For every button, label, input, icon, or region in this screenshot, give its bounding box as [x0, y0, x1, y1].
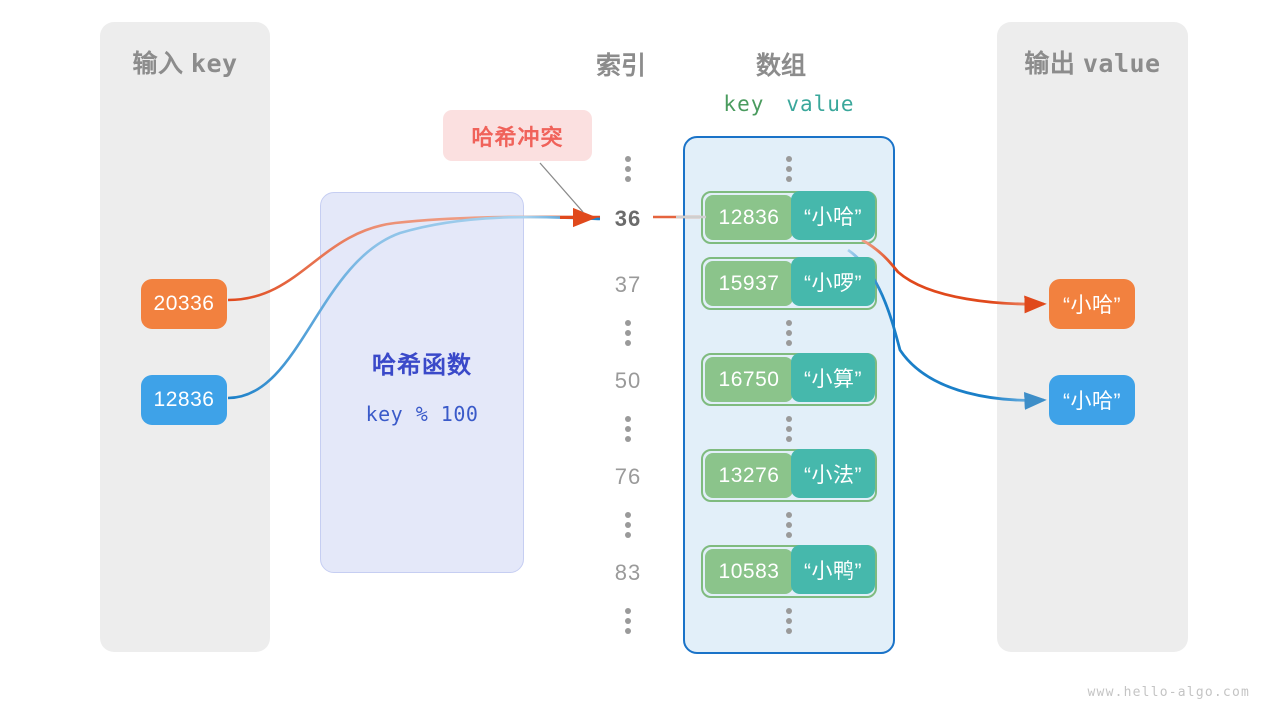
input-panel-title-code: key	[190, 49, 238, 78]
input-key-chip-20336: 20336	[141, 279, 227, 329]
index-label-37: 37	[614, 272, 642, 297]
input-key-chip-12836: 12836	[141, 375, 227, 425]
array-ellipsis-3	[786, 512, 792, 538]
array-ellipsis-0	[786, 156, 792, 182]
output-panel-title: 输出 value	[997, 44, 1188, 80]
bucket-key: 15937	[705, 261, 793, 306]
index-column-heading: 索引	[596, 52, 647, 80]
index-label-50: 50	[614, 368, 642, 393]
index-ellipsis-3	[625, 512, 631, 538]
index-ellipsis-2	[625, 416, 631, 442]
output-panel-title-code: value	[1082, 49, 1161, 78]
input-panel-title: 输入 key	[100, 44, 270, 80]
wire-collision-leader	[539, 162, 584, 213]
bucket-key: 12836	[705, 195, 793, 240]
index-label-76: 76	[614, 464, 642, 489]
bucket-value: “小哈”	[791, 191, 875, 240]
index-ellipsis-1	[625, 320, 631, 346]
bucket-key: 10583	[705, 549, 793, 594]
hash-collision-label: 哈希冲突	[471, 124, 564, 150]
index-label-36: 36	[614, 206, 642, 231]
output-value-chip-0: “小哈”	[1049, 279, 1135, 329]
array-ellipsis-1	[786, 320, 792, 346]
output-value-chip-1: “小哈”	[1049, 375, 1135, 425]
bucket-key: 13276	[705, 453, 793, 498]
bucket-key: 16750	[705, 357, 793, 402]
hash-function-box: 哈希函数 key % 100	[320, 192, 524, 573]
bucket-row: 13276“小法”	[701, 449, 877, 502]
key-value-column-header: key value	[683, 92, 895, 116]
index-label-83: 83	[614, 560, 642, 585]
value-column-label: value	[786, 92, 855, 116]
bucket-value: “小鸭”	[791, 545, 875, 594]
bucket-row: 12836“小哈”	[701, 191, 877, 244]
array-ellipsis-4	[786, 608, 792, 634]
array-column-heading: 数组	[756, 52, 807, 80]
index-ellipsis-0	[625, 156, 631, 182]
bucket-value: “小算”	[791, 353, 875, 402]
hash-function-name: 哈希函数	[372, 352, 472, 379]
bucket-row: 15937“小啰”	[701, 257, 877, 310]
array-ellipsis-2	[786, 416, 792, 442]
hash-function-expression: key % 100	[365, 402, 479, 426]
output-panel: 输出 value	[997, 22, 1188, 652]
input-panel: 输入 key	[100, 22, 270, 652]
index-ellipsis-4	[625, 608, 631, 634]
input-panel-title-cn: 输入	[132, 50, 184, 78]
bucket-row: 10583“小鸭”	[701, 545, 877, 598]
bucket-value: “小啰”	[791, 257, 875, 306]
output-panel-title-cn: 输出	[1024, 50, 1076, 78]
bucket-value: “小法”	[791, 449, 875, 498]
hash-collision-callout: 哈希冲突	[443, 110, 592, 161]
bucket-row: 16750“小算”	[701, 353, 877, 406]
key-column-label: key	[723, 92, 765, 116]
watermark: www.hello-algo.com	[1087, 685, 1250, 700]
